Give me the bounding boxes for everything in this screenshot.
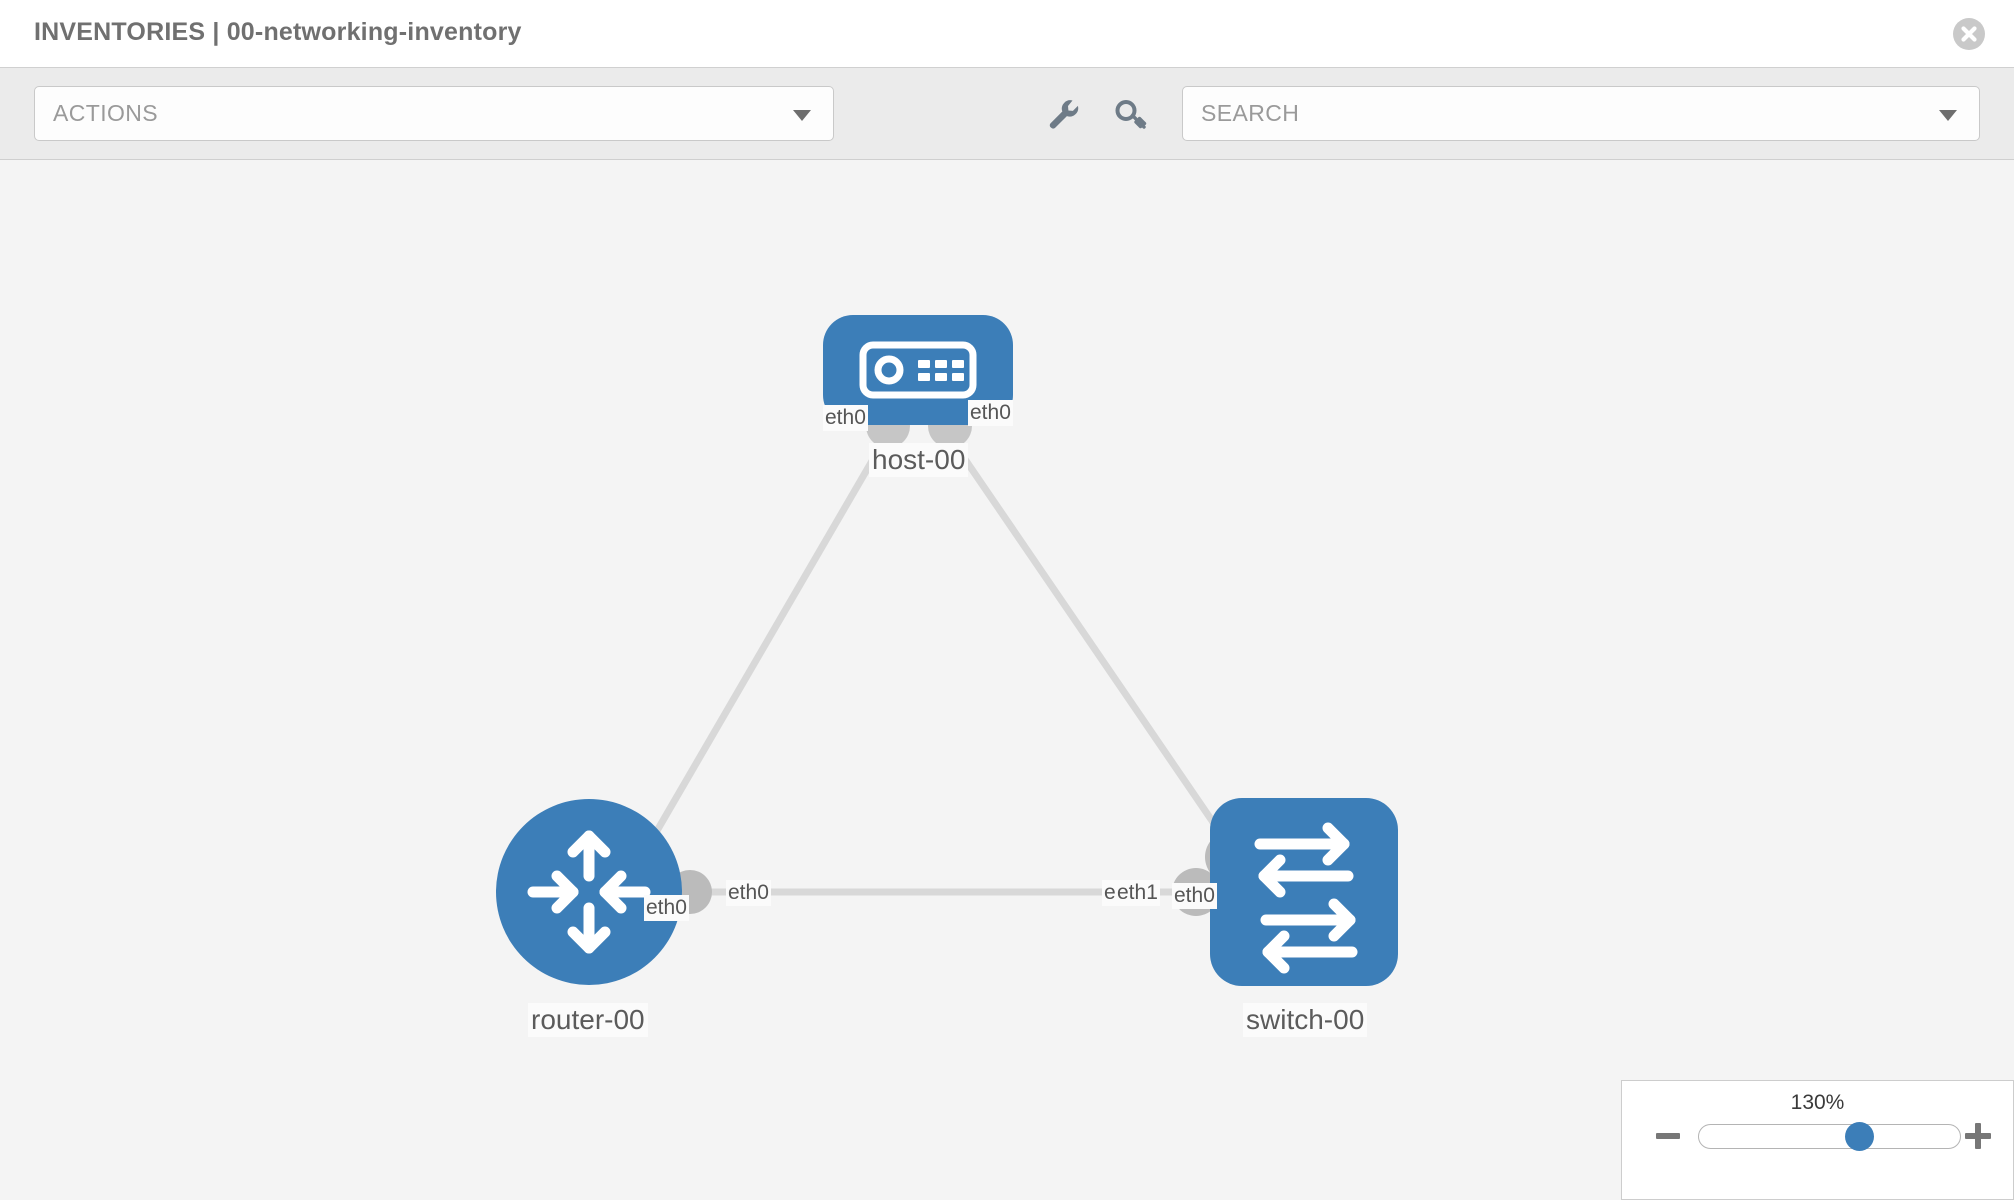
actions-dropdown-label: ACTIONS xyxy=(53,100,159,126)
link-label-switch-left: eth1 xyxy=(1115,880,1160,906)
wrench-icon[interactable] xyxy=(1046,98,1080,130)
node-switch-00[interactable] xyxy=(1210,798,1398,986)
switch-arrows-icon xyxy=(1254,822,1358,974)
page-header: INVENTORIES | 00-networking-inventory xyxy=(0,0,2014,68)
node-label-router-00: router-00 xyxy=(528,1003,648,1037)
node-host-00[interactable] xyxy=(823,315,1013,425)
link-label-router-right: eth0 xyxy=(726,880,771,906)
actions-dropdown[interactable]: ACTIONS xyxy=(34,86,834,141)
zoom-slider-thumb[interactable] xyxy=(1845,1122,1874,1151)
chevron-down-icon[interactable] xyxy=(1939,110,1957,121)
zoom-in-button[interactable] xyxy=(1965,1123,1991,1149)
search-input[interactable]: SEARCH xyxy=(1182,86,1980,141)
link-label-host-left: eth0 xyxy=(823,405,868,431)
zoom-out-button[interactable] xyxy=(1656,1133,1680,1139)
node-label-host-00: host-00 xyxy=(869,443,969,477)
key-icon[interactable] xyxy=(1115,98,1149,130)
page-title: INVENTORIES | 00-networking-inventory xyxy=(34,18,522,46)
link-label-switch-up: eth0 xyxy=(1172,883,1217,909)
link-host-router xyxy=(636,428,894,862)
link-host-switch xyxy=(942,428,1235,852)
zoom-control-panel: 130% xyxy=(1621,1080,2014,1200)
zoom-slider[interactable] xyxy=(1698,1122,1961,1151)
toolbar: ACTIONS SEARCH xyxy=(0,68,2014,160)
zoom-level-label: 130% xyxy=(1790,1091,1845,1114)
search-placeholder: SEARCH xyxy=(1201,100,1300,126)
topology-canvas[interactable]: eth0 eth0 eth0 eth0 eth0 eth0 eth1 host-… xyxy=(0,160,2014,1200)
node-router-00[interactable] xyxy=(496,799,682,985)
router-arrows-icon xyxy=(527,830,651,954)
link-label-router-up: eth0 xyxy=(644,895,689,921)
close-icon[interactable] xyxy=(1952,17,1986,51)
chevron-down-icon xyxy=(793,110,811,121)
server-icon xyxy=(859,341,977,399)
node-label-switch-00: switch-00 xyxy=(1243,1003,1368,1037)
link-label-host-right: eth0 xyxy=(968,400,1013,426)
topology-graph xyxy=(496,315,1398,986)
